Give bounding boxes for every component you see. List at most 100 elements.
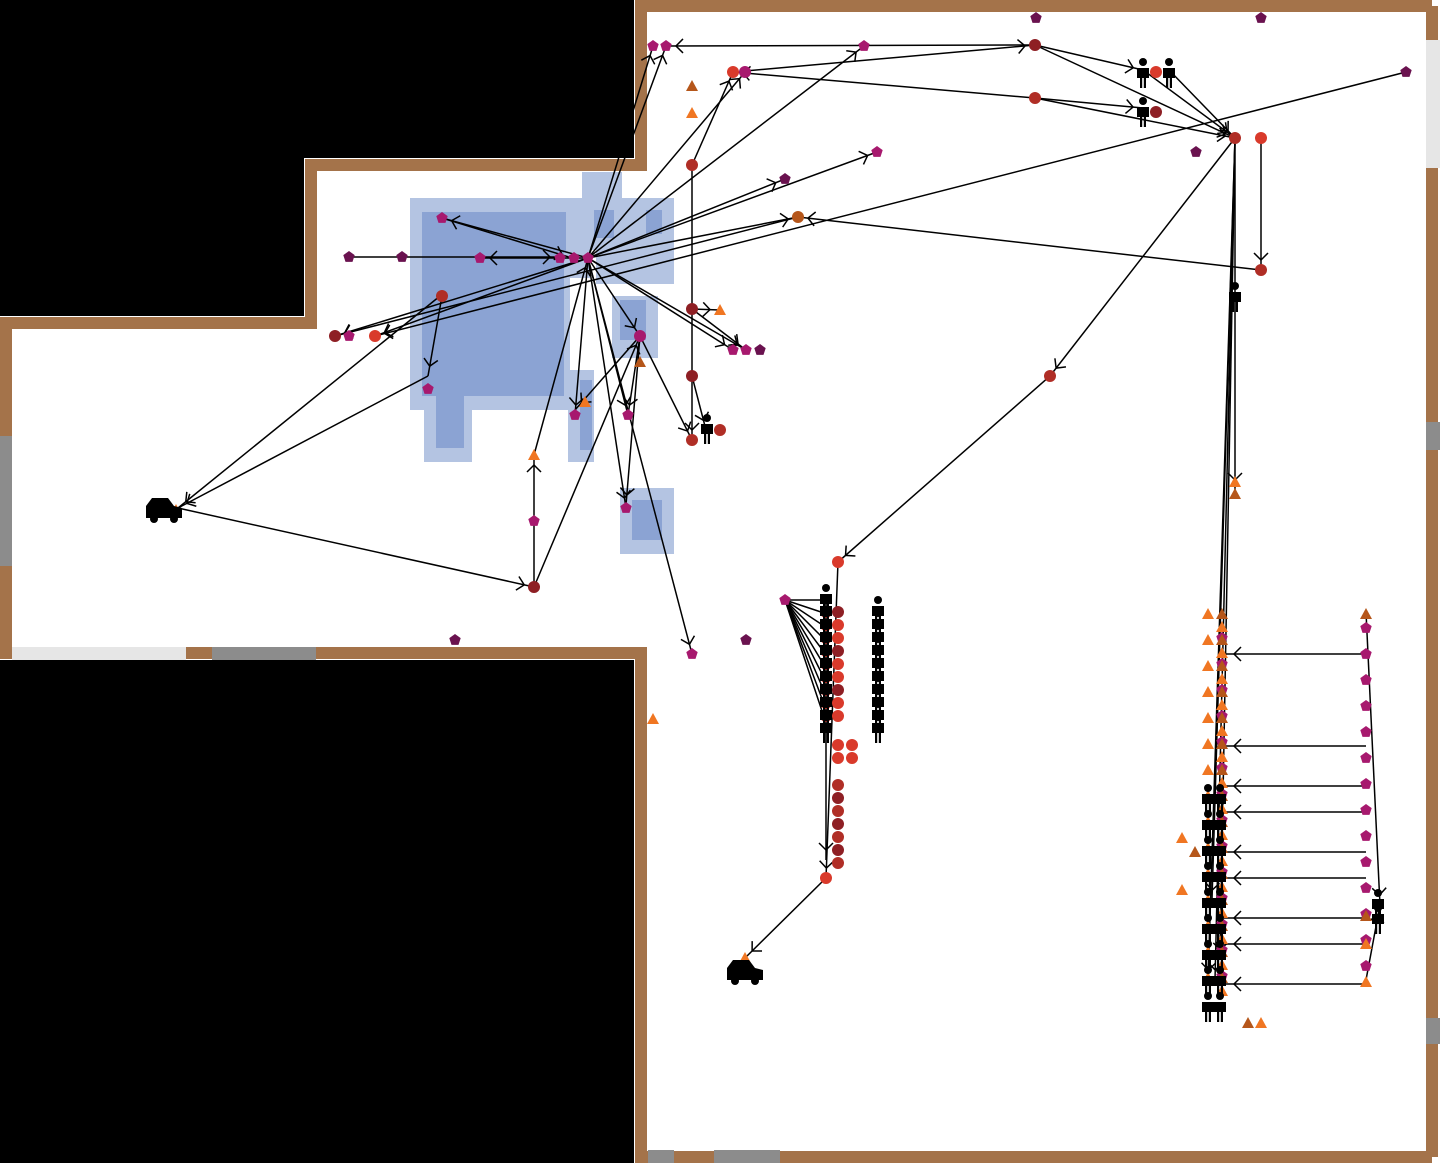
arrowhead [819, 860, 835, 870]
circle-marker [832, 671, 844, 683]
pentagon-marker [528, 515, 540, 526]
triangle-marker [1202, 686, 1214, 697]
circle-marker [686, 303, 698, 315]
edge [587, 257, 641, 337]
circle-marker [739, 66, 751, 78]
circle-marker [832, 658, 844, 670]
edge [784, 599, 825, 653]
circle-marker [832, 844, 844, 856]
circle-marker [714, 424, 726, 436]
circle-marker [369, 330, 381, 342]
triangle-marker [1216, 725, 1228, 736]
circle-marker [832, 645, 844, 657]
arrowhead [1124, 98, 1135, 114]
person-icon [1137, 58, 1149, 88]
triangle-marker [1216, 608, 1228, 619]
edge [1034, 44, 1144, 71]
doorway [1426, 422, 1440, 450]
edge [177, 507, 535, 588]
person-body [1202, 1002, 1214, 1022]
arrowhead [1232, 910, 1242, 926]
person-icon [1214, 862, 1226, 892]
edge [784, 599, 825, 692]
person-head [822, 596, 830, 604]
circle-marker [846, 739, 858, 751]
pentagon-marker [1360, 960, 1372, 971]
edge [744, 44, 1036, 72]
person-head [1216, 862, 1224, 870]
edge [334, 257, 589, 337]
car-wheel [731, 977, 739, 985]
arrowhead [684, 422, 700, 432]
circle-marker [1150, 106, 1162, 118]
doorway [1426, 40, 1440, 168]
edge [587, 257, 693, 655]
person-body [1214, 794, 1226, 814]
circle-marker [1255, 132, 1267, 144]
person-body [1229, 292, 1241, 312]
person-icon [701, 414, 713, 444]
person-body [1202, 846, 1214, 866]
person-head [1204, 992, 1212, 1000]
pentagon-marker [686, 648, 698, 659]
edge [374, 71, 1407, 337]
arrowhead [714, 334, 726, 348]
zone-inner [436, 212, 464, 448]
triangle-marker [1216, 647, 1228, 658]
person-head [1216, 992, 1224, 1000]
person-icon [820, 713, 832, 743]
arrowhead [1232, 870, 1242, 886]
pentagon-marker [1360, 648, 1372, 659]
arrowhead [185, 493, 197, 507]
pentagon-marker [396, 251, 408, 262]
pentagon-marker [1360, 700, 1372, 711]
arrowhead [751, 941, 763, 952]
edge [533, 257, 589, 456]
person-head [1204, 784, 1212, 792]
arrowhead [1216, 124, 1227, 138]
person-head [874, 674, 882, 682]
circle-marker [832, 779, 844, 791]
person-head [822, 635, 830, 643]
person-head [874, 661, 882, 669]
circle-marker [832, 792, 844, 804]
edge [784, 599, 825, 679]
pentagon-marker [343, 330, 355, 341]
edge [784, 599, 825, 666]
arrowhead [702, 301, 712, 317]
circle-marker [832, 697, 844, 709]
person-body [1214, 820, 1226, 840]
circle-marker [792, 211, 804, 223]
triangle-marker [1216, 621, 1228, 632]
arrowhead [1054, 358, 1067, 369]
person-icon [1202, 992, 1214, 1022]
edge [627, 335, 641, 416]
person-body [1214, 976, 1226, 996]
circle-marker [686, 159, 698, 171]
person-head [1231, 282, 1239, 290]
edge [732, 71, 1036, 99]
arrowhead [653, 54, 668, 65]
person-body [1214, 898, 1226, 918]
edge [837, 375, 1051, 563]
triangle-marker [647, 713, 659, 724]
void-region [0, 158, 304, 316]
arrowhead [488, 250, 498, 266]
person-head [1216, 888, 1224, 896]
person-head [1204, 862, 1212, 870]
arrowhead [729, 77, 742, 89]
arrowhead [844, 545, 856, 557]
person-body [1137, 68, 1149, 88]
edge [587, 257, 734, 351]
arrowhead [542, 249, 552, 265]
arrowhead [526, 463, 542, 473]
pentagon-marker [474, 252, 486, 263]
triangle-marker [1216, 634, 1228, 645]
pentagon-marker [554, 252, 566, 263]
person-head [1216, 810, 1224, 818]
person-icon [1202, 810, 1214, 840]
circle-marker [1150, 66, 1162, 78]
arrowhead [624, 317, 638, 329]
arrowhead [1016, 38, 1027, 54]
